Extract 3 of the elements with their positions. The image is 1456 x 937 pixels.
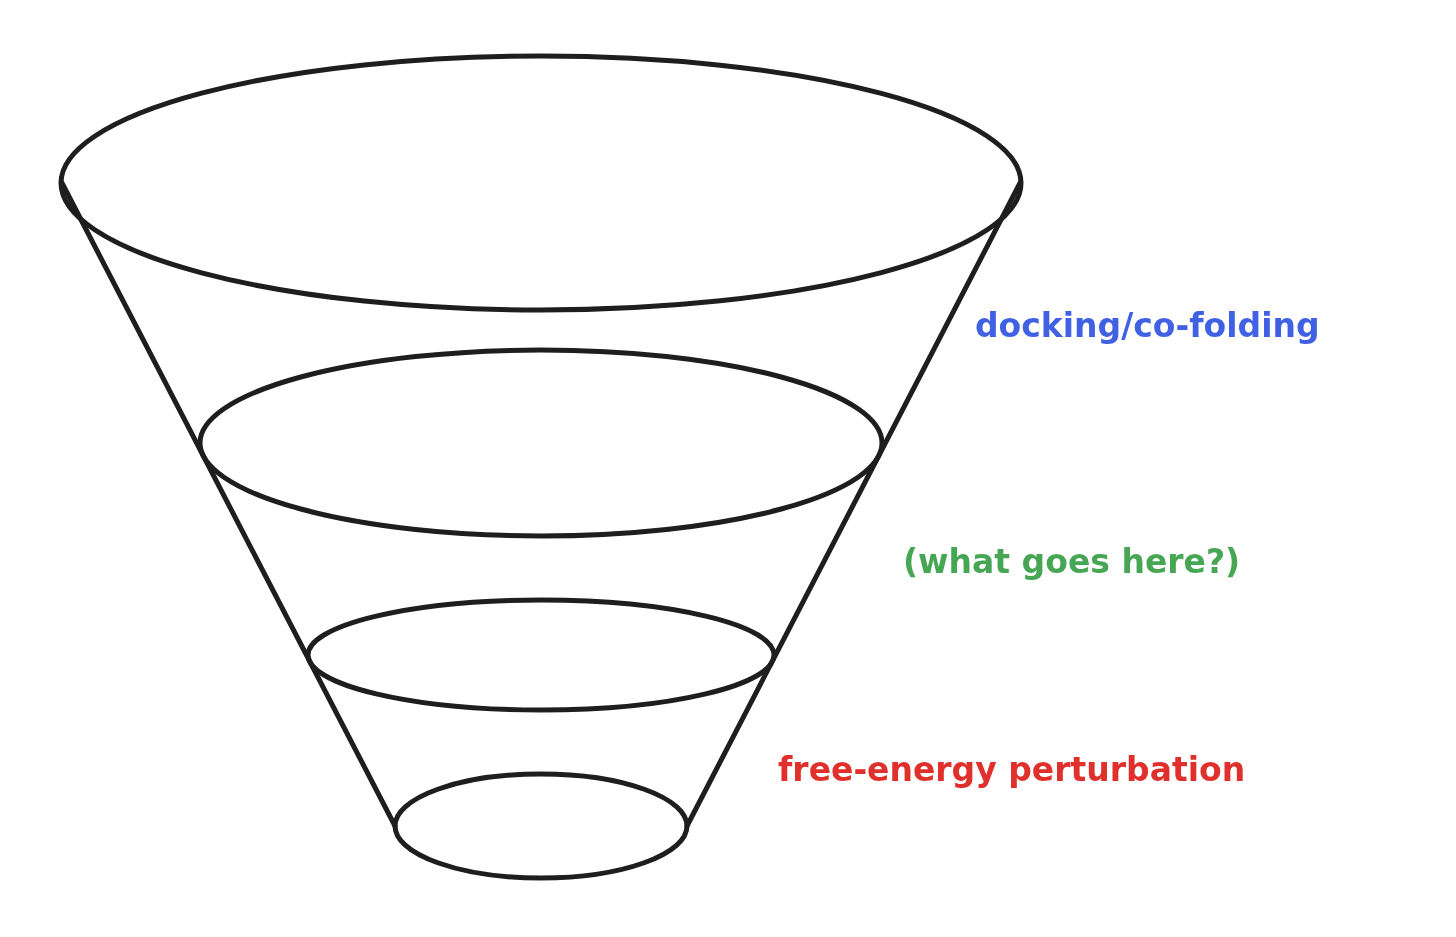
stage-label: free-energy perturbation bbox=[778, 750, 1246, 789]
stage-label: docking/co-folding bbox=[975, 306, 1320, 345]
stage-label: (what goes here?) bbox=[903, 542, 1241, 581]
